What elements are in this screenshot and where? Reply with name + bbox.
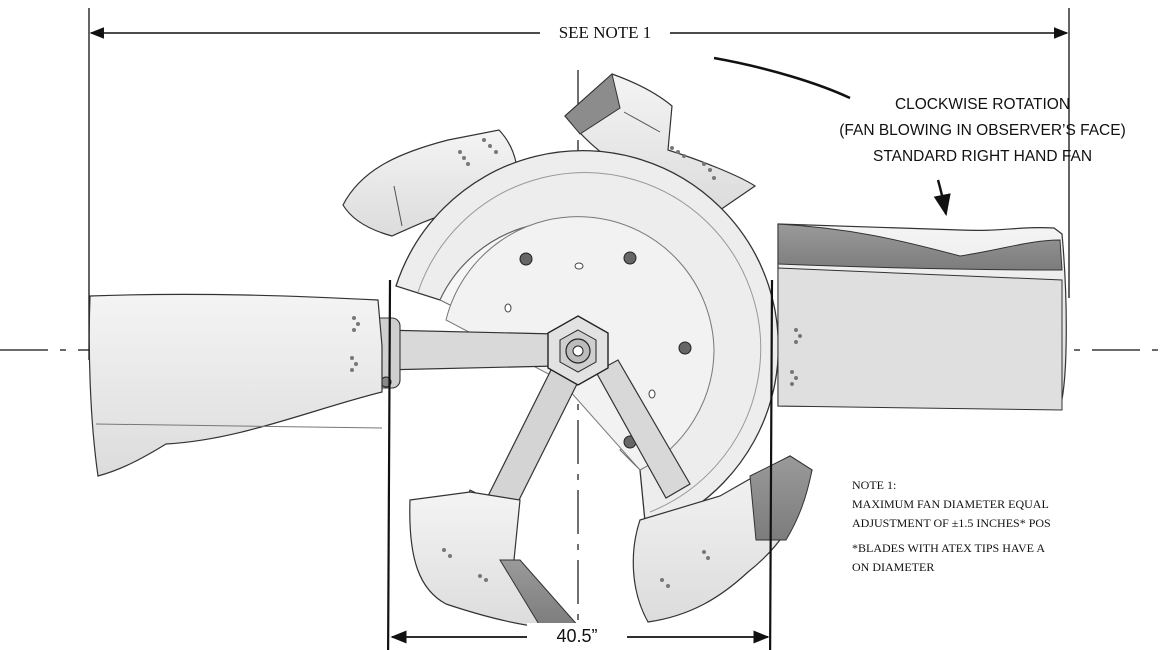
rotation-line-3: STANDARD RIGHT HAND FAN [872, 148, 1093, 165]
rotation-pointer-arrow [933, 179, 951, 217]
blade-lower-left [409, 491, 582, 630]
rotation-leader-arrow [713, 56, 851, 100]
rotation-line-1: CLOCKWISE ROTATION [894, 96, 1071, 113]
rotation-line-2: (FAN BLOWING IN OBSERVER’S FACE) [839, 122, 1126, 139]
extension-line-hub-right [769, 279, 774, 650]
blade-left [88, 293, 383, 477]
note-line-1: MAXIMUM FAN DIAMETER EQUAL [852, 497, 1049, 511]
extension-line-hub-left [387, 279, 392, 650]
blade-right [777, 223, 1067, 411]
fan-hub [547, 315, 609, 386]
rotation-callout: CLOCKWISE ROTATION (FAN BLOWING IN OBSER… [805, 92, 1160, 170]
note-line-3: *BLADES WITH ATEX TIPS HAVE A [852, 541, 1046, 555]
arm-lower-right [595, 359, 691, 499]
hub-span-label: 40.5” [527, 623, 627, 650]
blade-top [564, 73, 757, 211]
note-1: NOTE 1: MAXIMUM FAN DIAMETER EQUAL ADJUS… [852, 476, 1160, 577]
note-line-4: ON DIAMETER [852, 560, 935, 574]
blade-lower-right [632, 455, 813, 623]
note-heading: NOTE 1: [852, 478, 897, 492]
overall-dimension-label: SEE NOTE 1 [540, 20, 670, 46]
note-line-2: ADJUSTMENT OF ±1.5 INCHES* POS [852, 516, 1051, 530]
